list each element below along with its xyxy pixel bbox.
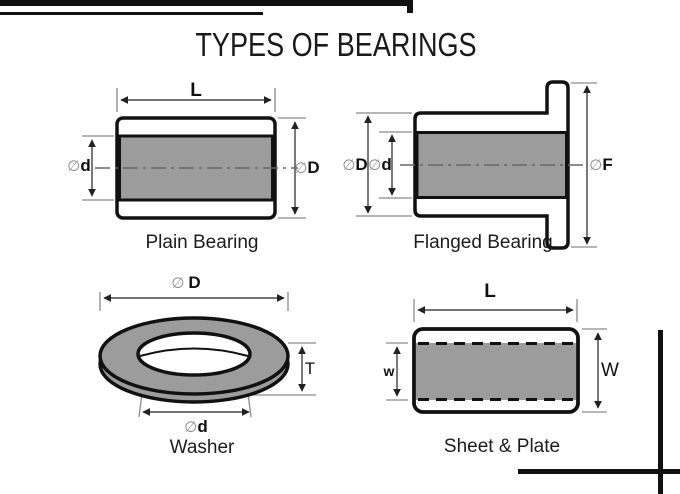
flanged-outer-diameter-label: ∅D	[342, 155, 368, 174]
washer-caption: Washer	[169, 437, 235, 458]
sheet-length-label: L	[484, 281, 496, 302]
plain-outer-diameter-label: ∅D	[294, 158, 320, 177]
sheet-inner-width-label: w	[383, 363, 395, 379]
sheet-dimension-lines	[393, 306, 602, 409]
flanged-bearing-drawing	[356, 80, 597, 250]
flanged-extension-lines	[356, 82, 597, 248]
washer-bore-wall-arc	[139, 347, 249, 357]
washer-drawing	[98, 292, 316, 418]
washer-hole	[136, 331, 252, 377]
sheet-plate-fill	[416, 343, 576, 400]
flanged-dimension-lines	[364, 85, 591, 245]
flanged-bore-diameter-label: ∅d	[368, 155, 392, 174]
plain-bore-diameter-label: ∅d	[67, 156, 91, 175]
sheet-plate-caption: Sheet & Plate	[443, 436, 561, 457]
top-bar-end-tab	[407, 0, 413, 13]
plain-extension-lines	[82, 88, 306, 219]
washer-dimension-lines	[103, 294, 306, 416]
plain-bearing-caption: Plain Bearing	[145, 232, 259, 253]
washer-outer-diameter-label: ∅D	[171, 273, 201, 292]
top-left-thin-bar	[0, 12, 263, 15]
plain-bearing-drawing	[82, 88, 306, 220]
flanged-bearing-caption: Flanged Bearing	[413, 232, 553, 253]
sheet-plate-drawing	[386, 299, 607, 414]
washer-bore-diameter-label: ∅d	[184, 417, 208, 436]
top-left-thick-bar	[0, 0, 413, 6]
bottom-right-vertical-line	[658, 330, 663, 494]
sheet-extension-lines	[386, 299, 607, 413]
bottom-right-horizontal-line	[518, 469, 680, 474]
washer-thickness-label: T	[304, 359, 316, 378]
flanged-flange-diameter-label: ∅F	[589, 155, 613, 174]
sheet-outer-width-label: W	[601, 360, 619, 381]
plain-length-label: L	[190, 80, 202, 101]
page-title: TYPES OF BEARINGS	[195, 26, 477, 63]
